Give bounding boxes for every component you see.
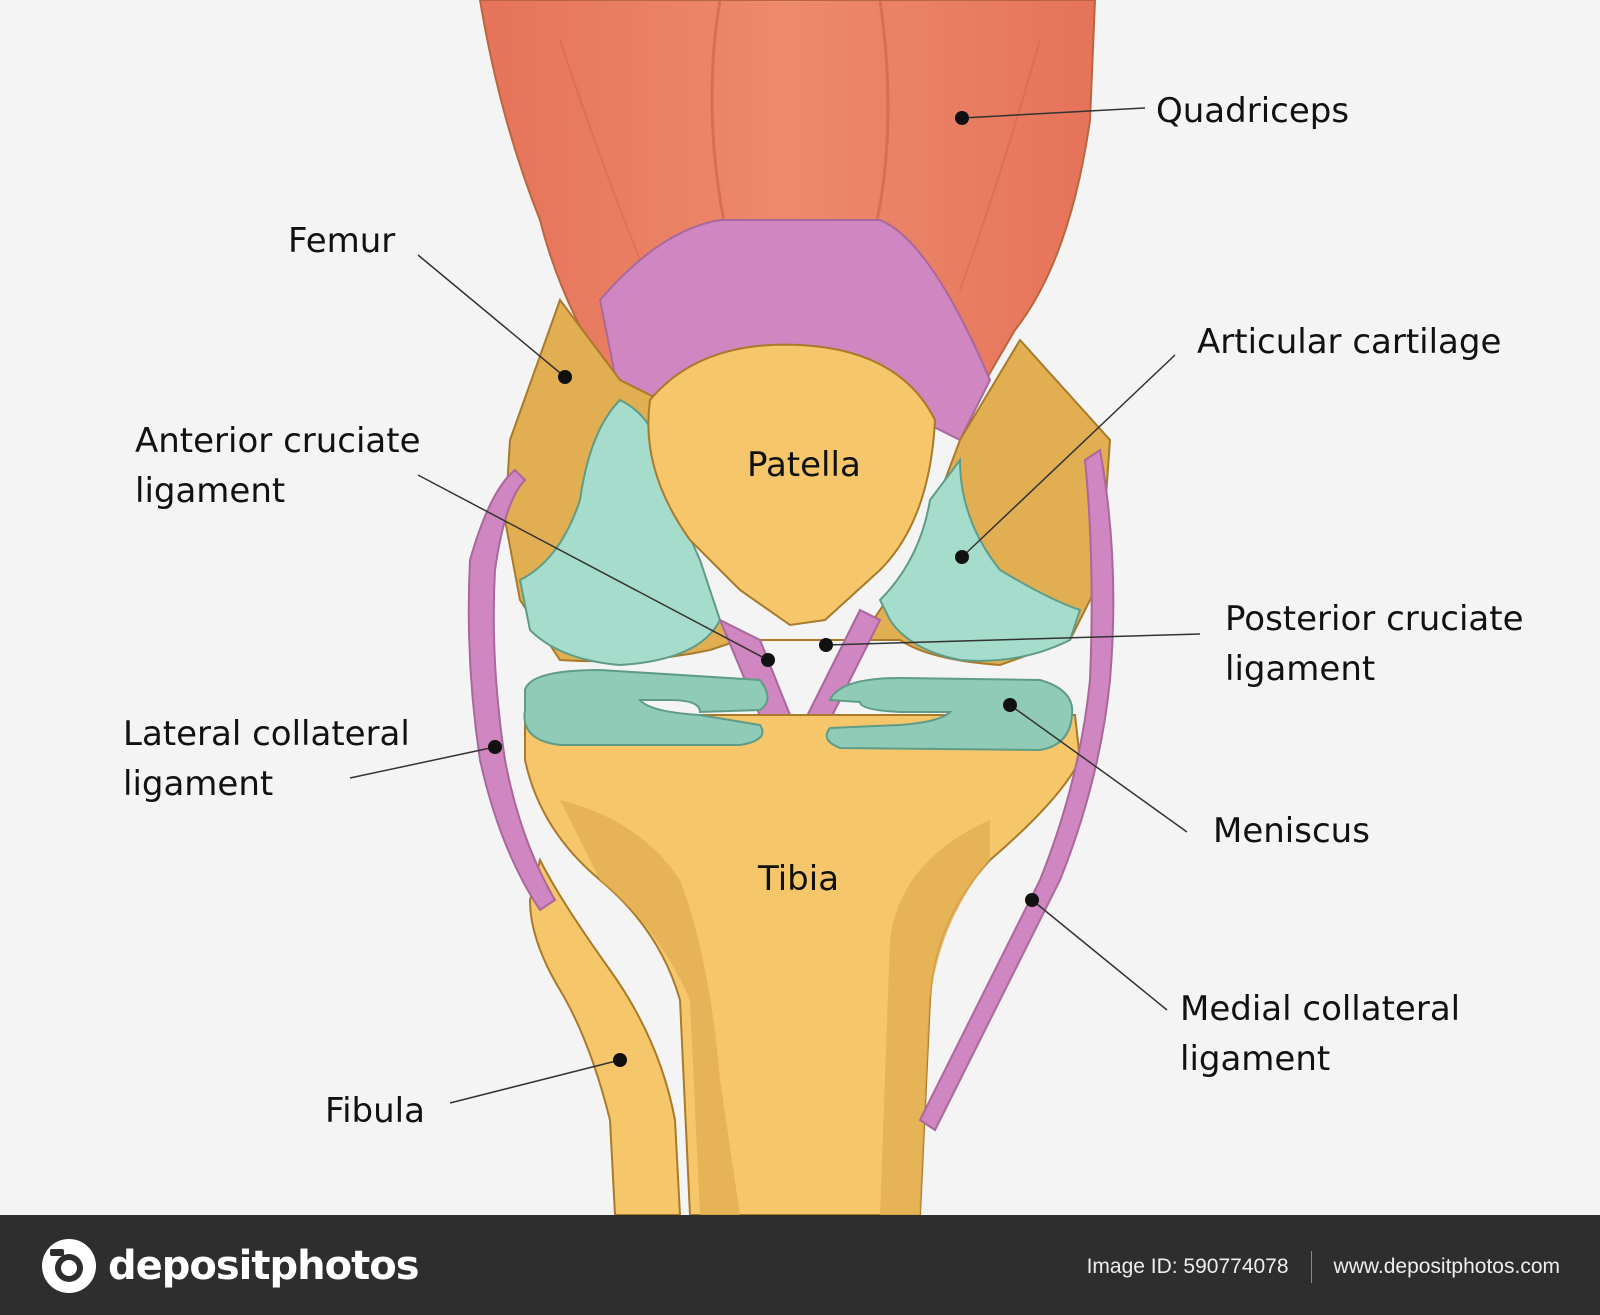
tibia-shading <box>560 800 740 1215</box>
lcl-label-line1: Lateral collateral <box>123 714 410 754</box>
tibia-bone <box>524 714 1082 1215</box>
medial-collateral-ligament <box>918 448 1115 1132</box>
articular-cartilage-label: Articular cartilage <box>1197 322 1501 362</box>
meniscus-right <box>825 676 1074 752</box>
acl-label-line2: ligament <box>135 471 285 511</box>
knee-anatomy-diagram: Patella Tibia Quadriceps Femur Articular… <box>123 0 1524 1215</box>
lcl-label-line2: ligament <box>123 764 273 804</box>
brand-logo[interactable]: depositphotos <box>40 1237 420 1295</box>
fibula-bone <box>528 857 682 1215</box>
patella-bone <box>647 343 937 627</box>
footer-meta: Image ID: 590774078 www.depositphotos.co… <box>1087 1251 1560 1283</box>
pcl-label-line1: Posterior cruciate <box>1225 599 1524 639</box>
patella-label: Patella <box>747 445 861 485</box>
leader-lines <box>349 107 1201 1104</box>
pcl-label-line2: ligament <box>1225 649 1375 689</box>
camera-icon <box>42 1239 96 1293</box>
image-id: Image ID: 590774078 <box>1086 1255 1289 1278</box>
footer-separator <box>1310 1251 1312 1283</box>
website-link[interactable]: www.depositphotos.com <box>1333 1255 1560 1278</box>
acl-label-line1: Anterior cruciate <box>135 421 421 461</box>
meniscus-label: Meniscus <box>1213 811 1370 851</box>
mcl-label-line1: Medial collateral <box>1180 989 1460 1029</box>
tibia-label: Tibia <box>757 859 839 899</box>
marker-dots <box>488 111 1039 1067</box>
fibula-label: Fibula <box>325 1091 425 1131</box>
mcl-label-line2: ligament <box>1180 1039 1330 1079</box>
footer-bar: depositphotos Image ID: 590774078 www.de… <box>0 1215 1600 1315</box>
meniscus-left <box>523 668 769 746</box>
articular-cartilage-right <box>878 457 1082 662</box>
brand-name: depositphotos <box>108 1243 420 1289</box>
femur-label: Femur <box>288 221 395 261</box>
quadriceps-label: Quadriceps <box>1156 91 1349 131</box>
lateral-collateral-ligament <box>467 468 557 912</box>
